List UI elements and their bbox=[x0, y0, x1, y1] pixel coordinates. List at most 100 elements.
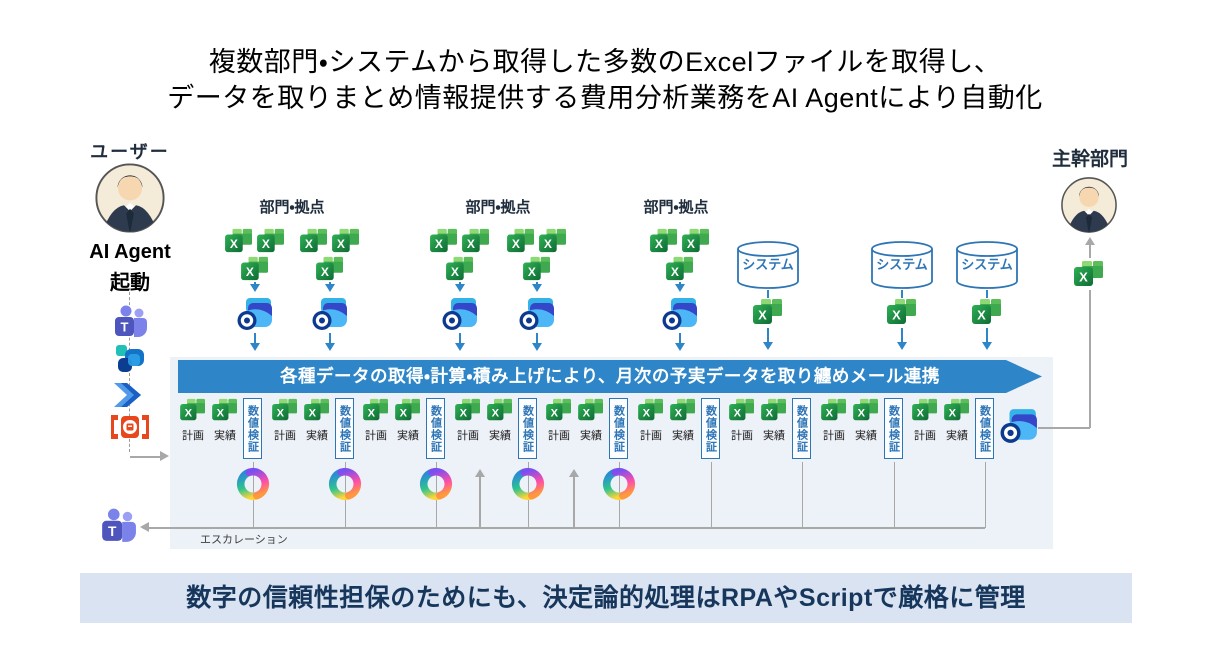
excel-icon bbox=[299, 228, 329, 254]
excel-icon bbox=[179, 398, 207, 422]
actual-label: 実績 bbox=[672, 430, 694, 442]
outlook-icon bbox=[519, 297, 555, 331]
actual-label: 実績 bbox=[306, 430, 328, 442]
copilot-icon bbox=[602, 467, 636, 501]
process-unit: 計画 実績 数値検証 bbox=[271, 398, 359, 462]
plan-file: 計画 bbox=[637, 398, 665, 443]
system-column: システム bbox=[735, 240, 801, 350]
owner-label: 主幹部門 bbox=[1051, 149, 1128, 170]
numeric-check-box: 数値検証 bbox=[243, 398, 262, 459]
excel-icon bbox=[1073, 260, 1105, 288]
plan-file: 計画 bbox=[454, 398, 482, 443]
agent-entry-arrowhead bbox=[160, 451, 174, 461]
dept-column bbox=[504, 228, 570, 351]
excel-icon bbox=[971, 298, 1003, 326]
system-label: システム bbox=[742, 257, 794, 272]
copilot-icon bbox=[419, 467, 453, 501]
plan-file: 計画 bbox=[271, 398, 299, 443]
numeric-check-box: 数値検証 bbox=[335, 398, 354, 459]
connector bbox=[1038, 427, 1090, 429]
connector bbox=[982, 328, 992, 350]
connector bbox=[250, 282, 260, 292]
excel-icon bbox=[256, 228, 286, 254]
excel-icon bbox=[637, 398, 665, 422]
process-unit: 計画 実績 数値検証 bbox=[179, 398, 267, 462]
connector bbox=[801, 462, 803, 528]
plan-file: 計画 bbox=[820, 398, 848, 443]
process-unit: 計画 実績 数値検証 bbox=[728, 398, 816, 462]
numeric-check-box: 数値検証 bbox=[884, 398, 903, 459]
connector bbox=[1089, 290, 1091, 428]
actual-label: 実績 bbox=[397, 430, 419, 442]
process-banner: 各種データの取得・計算・積み上げにより、月次の予実データを取り纏めメール連携 bbox=[178, 360, 1042, 393]
actual-label: 実績 bbox=[946, 430, 968, 442]
actual-file: 実績 bbox=[577, 398, 605, 443]
process-unit: 計画 実績 数値検証 bbox=[545, 398, 633, 462]
actual-label: 実績 bbox=[580, 430, 602, 442]
plan-label: 計画 bbox=[914, 430, 936, 442]
actual-file: 実績 bbox=[852, 398, 880, 443]
power-automate-icon bbox=[113, 380, 147, 410]
excel-icon bbox=[669, 398, 697, 422]
copilot-icon bbox=[236, 467, 270, 501]
actual-label: 実績 bbox=[489, 430, 511, 442]
plan-label: 計画 bbox=[548, 430, 570, 442]
agent-label-line2: 起動 bbox=[110, 272, 150, 294]
copilot-icon bbox=[511, 467, 545, 501]
excel-icon bbox=[911, 398, 939, 422]
dept-column bbox=[647, 228, 713, 351]
connector bbox=[455, 333, 465, 351]
excel-icon bbox=[820, 398, 848, 422]
escalation-up-arrow bbox=[475, 469, 484, 527]
title-line-2: データを取りまとめ情報提供する費用分析業務をAI Agentにより自動化 bbox=[167, 83, 1043, 113]
plan-file: 計画 bbox=[179, 398, 207, 443]
excel-icon bbox=[271, 398, 299, 422]
outlook-icon bbox=[442, 297, 478, 331]
title-line-1: 複数部門・システムから取得した多数のExcelファイルを取得し、 bbox=[208, 47, 1002, 77]
excel-icon bbox=[728, 398, 756, 422]
connector bbox=[675, 282, 685, 292]
excel-icon bbox=[454, 398, 482, 422]
excel-icon bbox=[362, 398, 390, 422]
plan-file: 計画 bbox=[728, 398, 756, 443]
numeric-check-box: 数値検証 bbox=[426, 398, 445, 459]
dept-group3-label: 部門・拠点 bbox=[643, 199, 709, 216]
plan-label: 計画 bbox=[823, 430, 845, 442]
numeric-check-box: 数値検証 bbox=[975, 398, 994, 459]
owner-avatar bbox=[1060, 176, 1118, 234]
process-unit: 計画 実績 数値検証 bbox=[637, 398, 725, 462]
system-column: システム bbox=[869, 240, 935, 350]
excel-icon bbox=[545, 398, 573, 422]
owner-up-arrow bbox=[1085, 237, 1094, 258]
outlook-icon bbox=[1000, 408, 1038, 444]
actual-file: 実績 bbox=[943, 398, 971, 443]
excel-icon bbox=[665, 256, 695, 282]
connector bbox=[901, 290, 903, 298]
connector bbox=[325, 333, 335, 351]
connector bbox=[532, 282, 542, 292]
agent-flow-line bbox=[129, 292, 130, 452]
numeric-check-box: 数値検証 bbox=[609, 398, 628, 459]
excel-icon bbox=[315, 256, 345, 282]
dept-column bbox=[297, 228, 363, 351]
excel-icon bbox=[886, 298, 918, 326]
connector bbox=[986, 290, 988, 298]
excel-icon bbox=[577, 398, 605, 422]
plan-label: 計画 bbox=[457, 430, 479, 442]
copilot-studio-icon bbox=[113, 342, 147, 376]
excel-icon bbox=[303, 398, 331, 422]
numeric-check-box: 数値検証 bbox=[792, 398, 811, 459]
actual-file: 実績 bbox=[211, 398, 239, 443]
plan-label: 計画 bbox=[274, 430, 296, 442]
actual-file: 実績 bbox=[669, 398, 697, 443]
outlook-icon bbox=[662, 297, 698, 331]
plan-label: 計画 bbox=[182, 430, 204, 442]
plan-label: 計画 bbox=[731, 430, 753, 442]
connector bbox=[675, 333, 685, 351]
actual-label: 実績 bbox=[855, 430, 877, 442]
actual-file: 実績 bbox=[760, 398, 788, 443]
connector bbox=[984, 462, 986, 528]
teams-escalation-icon bbox=[99, 507, 137, 543]
connector bbox=[893, 462, 895, 528]
